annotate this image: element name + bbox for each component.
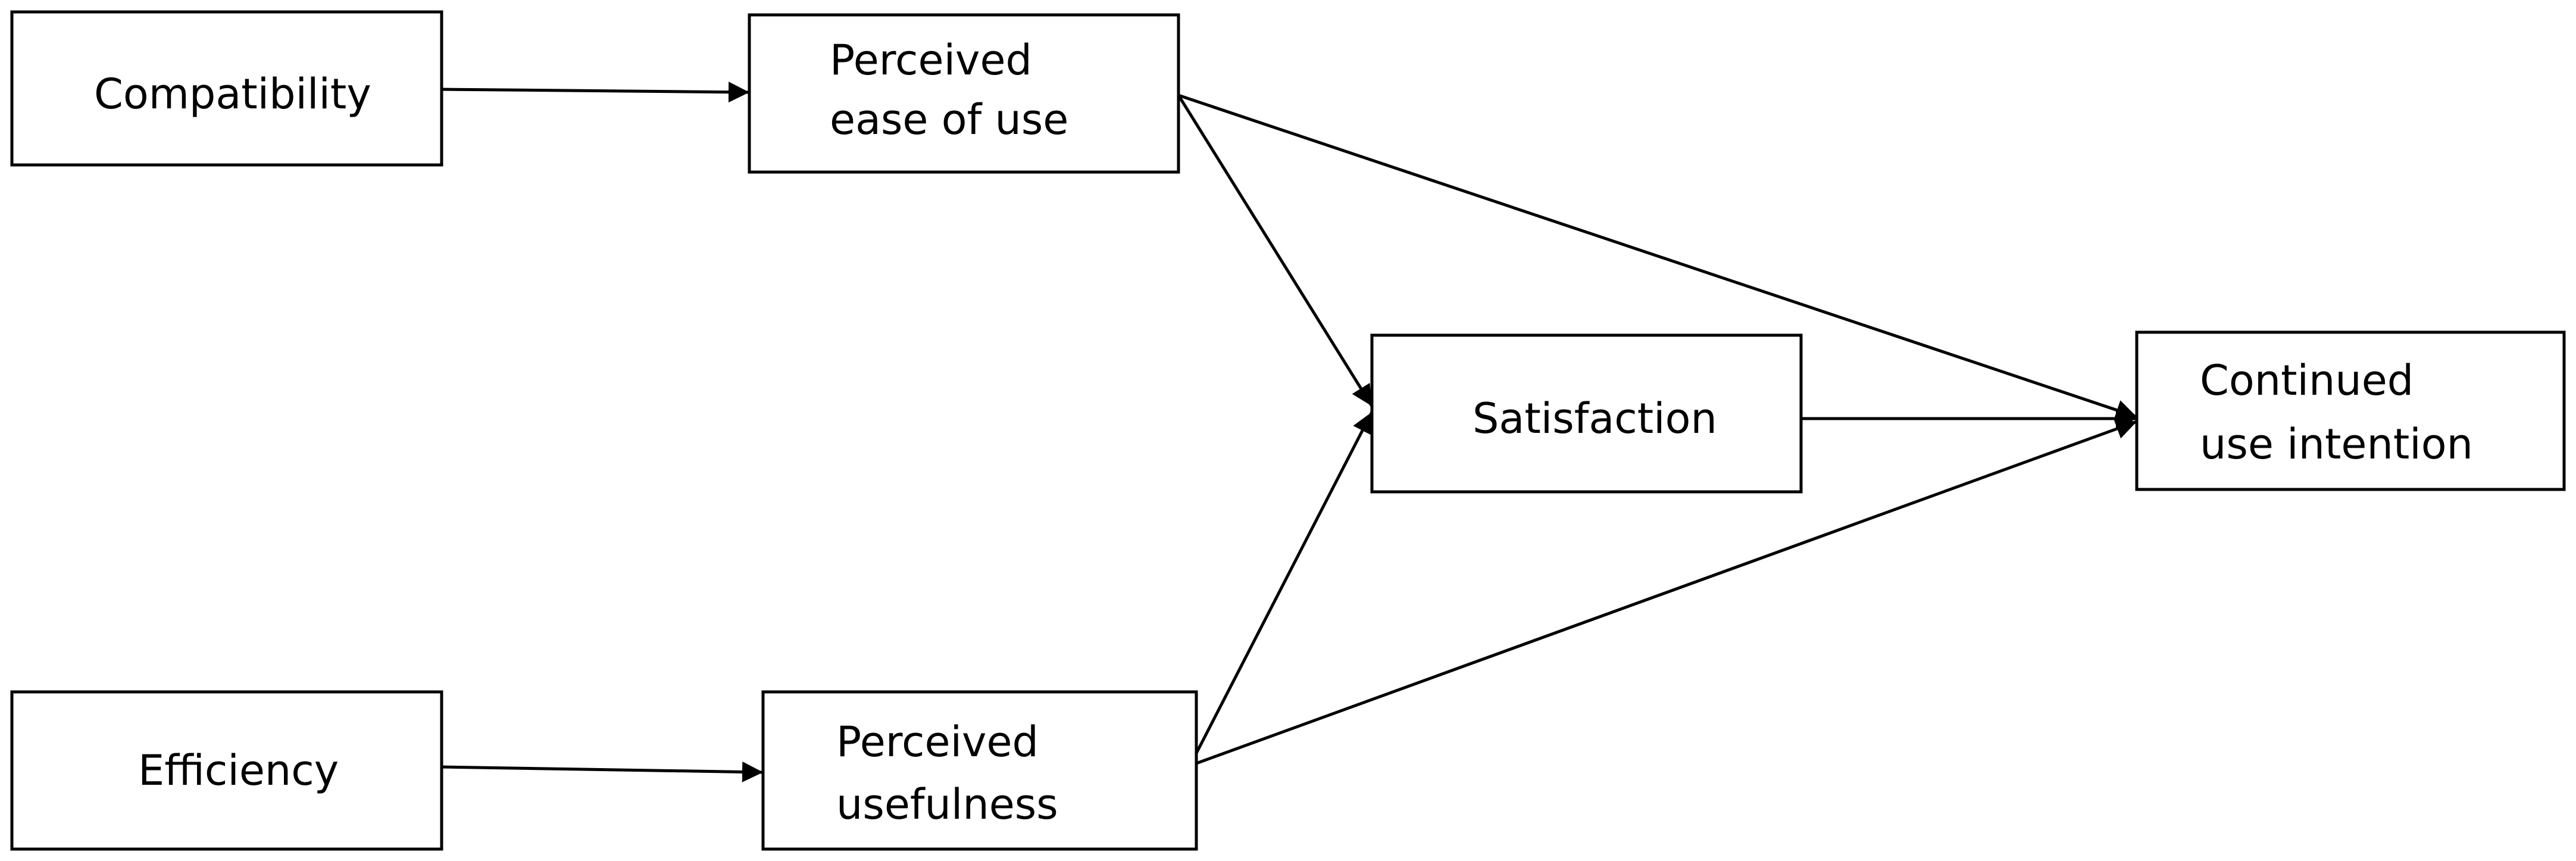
node-efficiency: Efficiency bbox=[10, 690, 443, 851]
node-label-line-2: ease of use bbox=[830, 95, 1068, 144]
node-label-line-2: use intention bbox=[2200, 420, 2473, 469]
node-label: Compatibility bbox=[94, 70, 371, 118]
edge-perceived-usefulness-to-satisfaction bbox=[1195, 411, 1374, 754]
arrow-line bbox=[1177, 94, 1374, 407]
edge-perceived-ease-to-continued-use bbox=[1178, 93, 2137, 420]
node-perceived-ease-of-use: Perceived ease of use bbox=[748, 13, 1180, 174]
node-label-line-1: Continued bbox=[2200, 356, 2414, 405]
edge-compatibility-to-perceived-ease bbox=[441, 82, 750, 103]
node-label-line-1: Perceived bbox=[836, 718, 1039, 766]
arrow-line bbox=[1196, 419, 2137, 765]
node-continued-use-intention: Continued use intention bbox=[2135, 330, 2566, 491]
node-label-line-1: Perceived bbox=[830, 36, 1032, 85]
edge-perceived-ease-to-satisfaction bbox=[1177, 94, 1374, 407]
arrow-line bbox=[441, 761, 764, 782]
node-compatibility: Compatibility bbox=[10, 10, 443, 167]
edge-perceived-usefulness-to-continued-use bbox=[1196, 419, 2137, 765]
arrow-line bbox=[1178, 93, 2137, 420]
edge-efficiency-to-perceived-usefulness bbox=[441, 761, 764, 782]
node-label: Efficiency bbox=[138, 746, 339, 795]
node-label-line-2: usefulness bbox=[836, 780, 1058, 829]
node-satisfaction: Satisfaction bbox=[1370, 333, 1803, 494]
arrow-line bbox=[441, 82, 750, 103]
node-label: Satisfaction bbox=[1473, 394, 1717, 443]
arrow-line bbox=[1195, 411, 1374, 754]
node-perceived-usefulness: Perceived usefulness bbox=[761, 690, 1198, 851]
